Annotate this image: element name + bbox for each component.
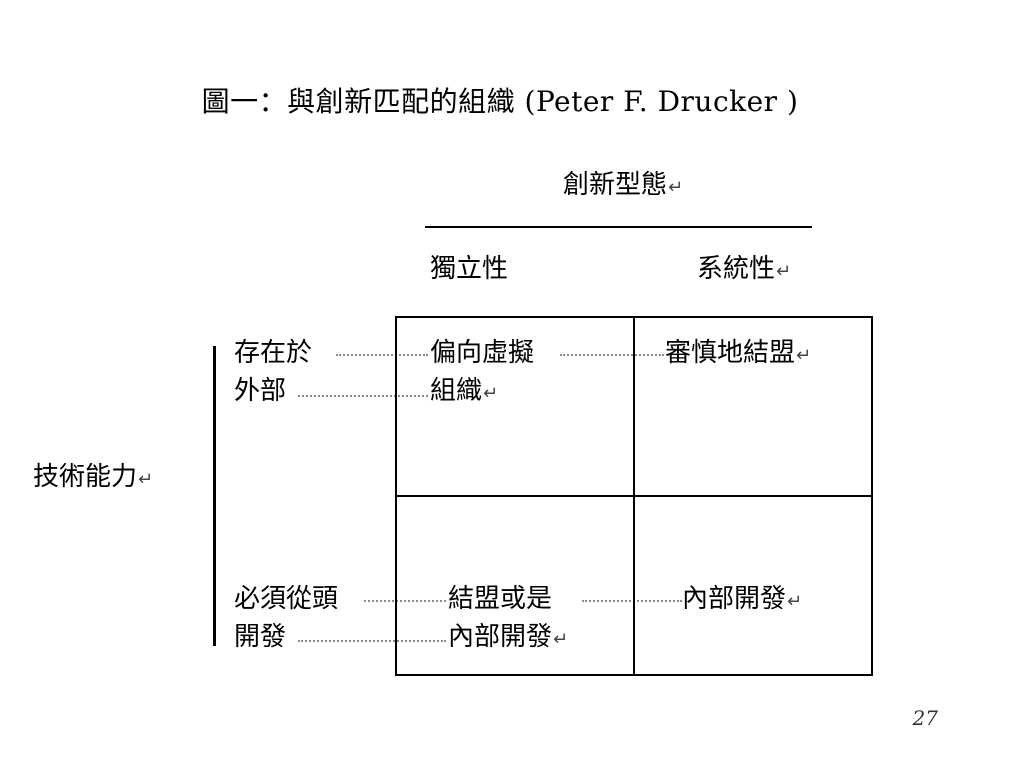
paragraph-mark-icon: ↵ bbox=[787, 591, 803, 612]
leader-line bbox=[560, 354, 664, 356]
column-header-systematic: 系統性↵ bbox=[697, 250, 791, 291]
leader-line bbox=[364, 600, 446, 602]
row-header-line: 存在於 bbox=[234, 338, 313, 368]
cell-text-line: 偏向虛擬 bbox=[430, 338, 535, 368]
leader-line bbox=[336, 354, 428, 356]
column-header-label: 系統性 bbox=[697, 254, 776, 284]
matrix-cell-bottom-right bbox=[633, 495, 873, 676]
cell-text-line: 組織 bbox=[430, 376, 483, 406]
slide-title: 圖一：與創新匹配的組織 (Peter F. Drucker ) bbox=[201, 85, 799, 118]
paragraph-mark-icon: ↵ bbox=[483, 383, 499, 404]
row-axis-label: 技術能力↵ bbox=[33, 458, 153, 499]
row-axis-bracket bbox=[213, 346, 216, 646]
leader-line bbox=[582, 600, 682, 602]
cell-text-alliance-or-internal: 結盟或是 內部開發↵ bbox=[448, 580, 568, 659]
paragraph-mark-icon: ↵ bbox=[776, 261, 792, 282]
page-number: 27 bbox=[912, 706, 938, 730]
row-header-line: 必須從頭 bbox=[234, 584, 339, 614]
column-axis-label-text: 創新型態 bbox=[563, 170, 668, 200]
cell-text-line: 審慎地結盟 bbox=[665, 338, 796, 368]
cell-text-internal-dev: 內部開發↵ bbox=[682, 580, 802, 621]
paragraph-mark-icon: ↵ bbox=[553, 629, 569, 650]
leader-line bbox=[298, 395, 428, 397]
leader-line bbox=[298, 640, 446, 642]
column-header-independent: 獨立性 bbox=[430, 250, 508, 288]
cell-text-line: 結盟或是 bbox=[448, 584, 553, 614]
column-axis-divider bbox=[425, 226, 812, 228]
cell-text-line: 內部開發 bbox=[682, 584, 787, 614]
cell-text-careful-alliance: 審慎地結盟↵ bbox=[665, 334, 811, 375]
cell-text-line: 內部開發 bbox=[448, 622, 553, 652]
matrix-grid bbox=[395, 316, 873, 676]
row-header-line: 開發 bbox=[234, 622, 287, 652]
row-header-line: 外部 bbox=[234, 376, 287, 406]
column-header-label: 獨立性 bbox=[430, 254, 509, 284]
paragraph-mark-icon: ↵ bbox=[668, 177, 684, 198]
row-header-external: 存在於 外部 bbox=[234, 334, 312, 410]
row-axis-label-text: 技術能力 bbox=[33, 462, 138, 492]
paragraph-mark-icon: ↵ bbox=[138, 469, 154, 490]
column-axis-label: 創新型態↵ bbox=[563, 166, 683, 207]
row-header-develop: 必須從頭 開發 bbox=[234, 580, 338, 656]
cell-text-virtual-org: 偏向虛擬 組織↵ bbox=[430, 334, 534, 413]
paragraph-mark-icon: ↵ bbox=[796, 345, 812, 366]
